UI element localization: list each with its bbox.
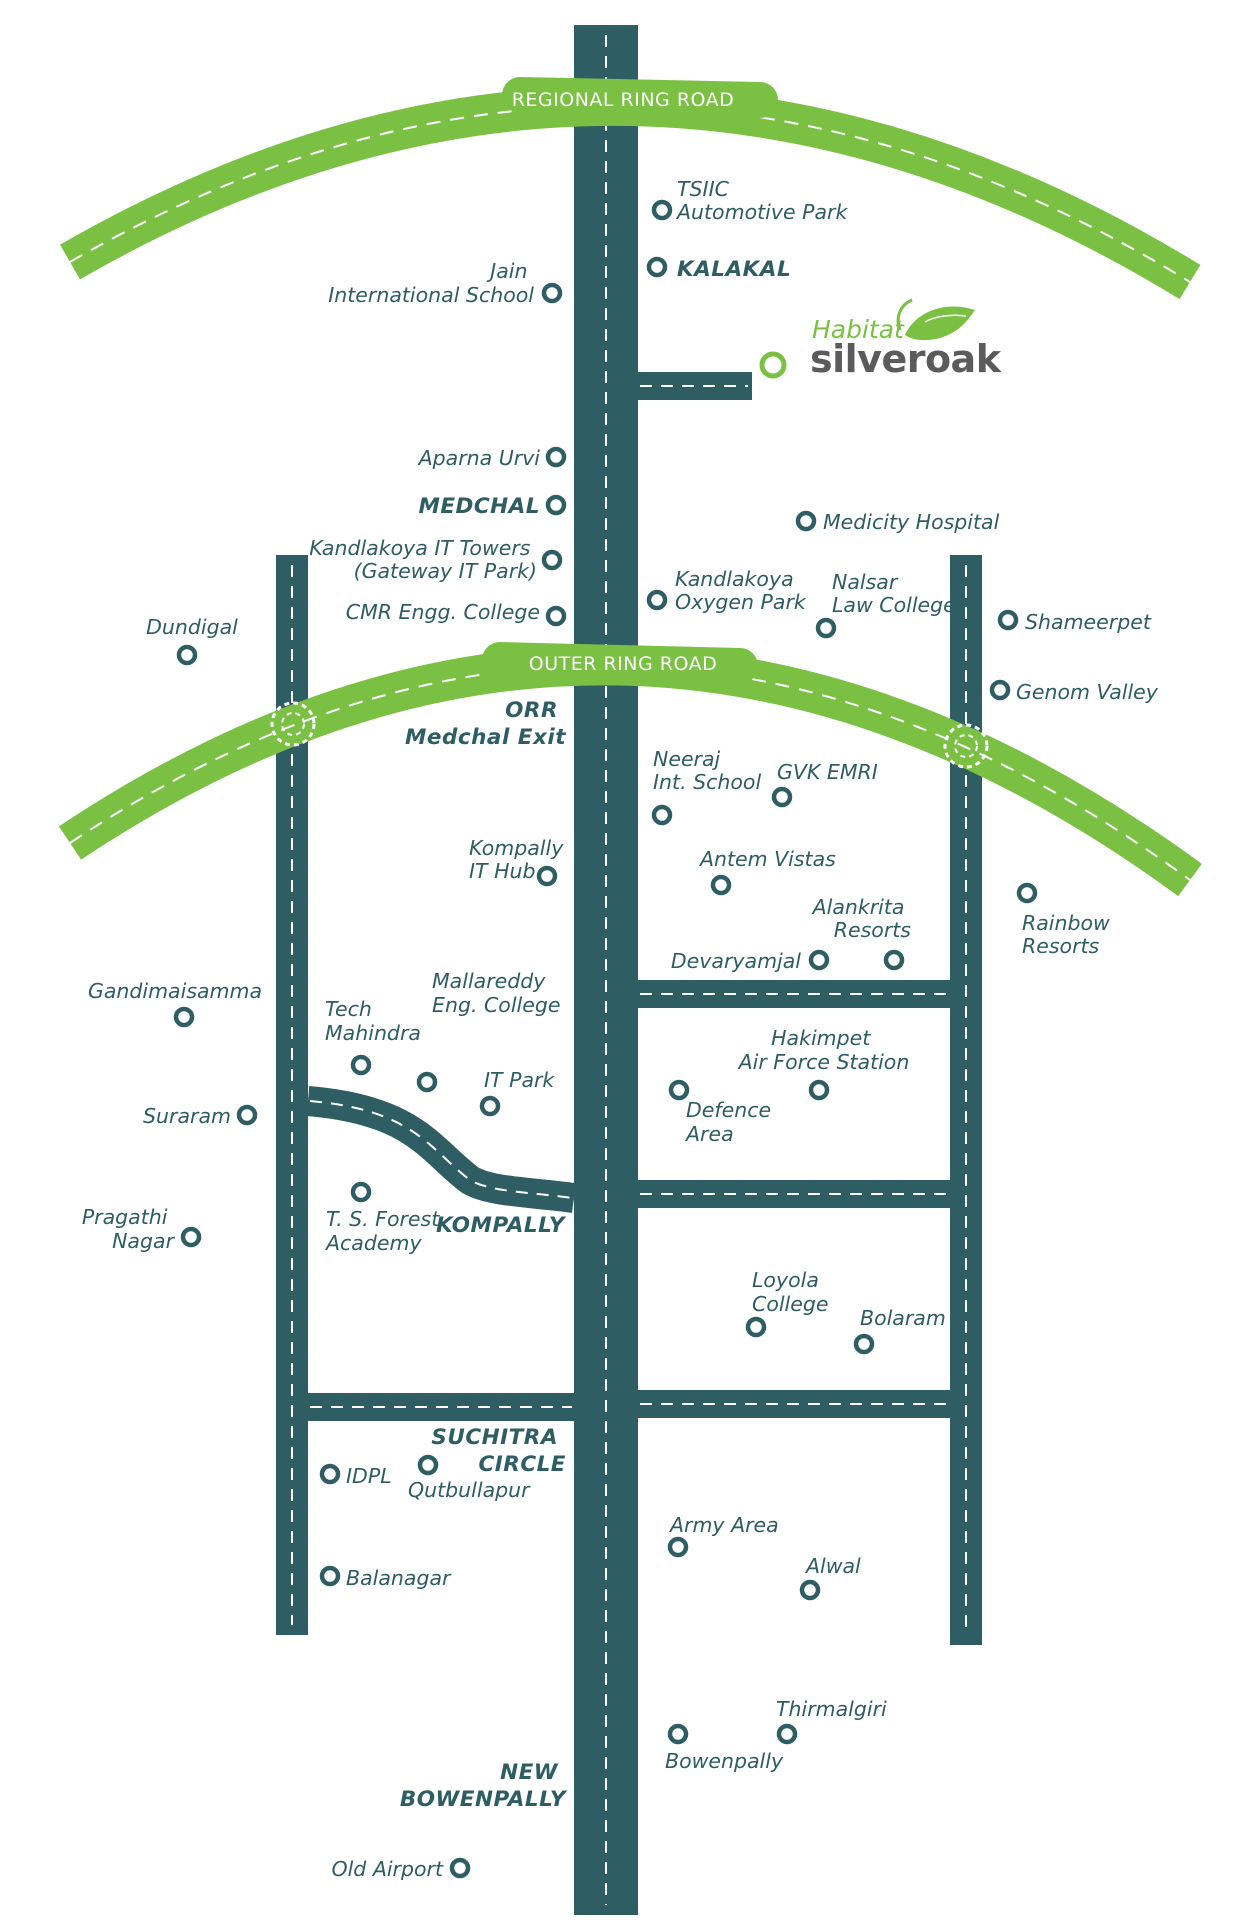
outer-ring-road-label: OUTER RING ROAD bbox=[529, 653, 717, 675]
pin-dundigal[interactable] bbox=[176, 644, 198, 666]
pin-qutbullapur[interactable] bbox=[417, 1454, 439, 1476]
pin-nalsar[interactable] bbox=[815, 617, 837, 639]
pin-devaryamjal[interactable] bbox=[808, 949, 830, 971]
label-kompally: KOMPALLY bbox=[436, 1213, 567, 1238]
pin-kompally-it[interactable] bbox=[536, 865, 558, 887]
label-nalsar: Nalsar Law College bbox=[832, 570, 956, 617]
location-labels: TSIIC Automotive Park KALAKAL Jain Inter… bbox=[82, 177, 1159, 1881]
label-kandlakoya-it: Kandlakoya IT Towers (Gateway IT Park) bbox=[309, 536, 537, 583]
label-medchal: MEDCHAL bbox=[418, 494, 540, 519]
pin-pragathi[interactable] bbox=[180, 1226, 202, 1248]
pin-it-park[interactable] bbox=[479, 1095, 501, 1117]
label-qutbullapur: Qutbullapur bbox=[408, 1478, 531, 1502]
pin-gvk[interactable] bbox=[771, 786, 793, 808]
label-new-bowenpally: NEW BOWENPALLY bbox=[400, 1760, 568, 1812]
label-shameerpet: Shameerpet bbox=[1025, 610, 1152, 634]
label-cmr: CMR Engg. College bbox=[346, 600, 540, 624]
label-rainbow: Rainbow Resorts bbox=[1022, 911, 1116, 958]
label-idpl: IDPL bbox=[346, 1464, 392, 1488]
pin-suraram[interactable] bbox=[236, 1104, 258, 1126]
label-loyola: Loyola College bbox=[752, 1268, 829, 1316]
pin-gandimaisamma[interactable] bbox=[173, 1006, 195, 1028]
interchange-west-icon bbox=[270, 701, 316, 747]
label-dundigal: Dundigal bbox=[146, 615, 238, 639]
pin-thirmalgiri[interactable] bbox=[776, 1723, 798, 1745]
oak-leaf-icon bbox=[896, 298, 975, 341]
pin-shameerpet[interactable] bbox=[997, 609, 1019, 631]
label-neeraj: Neeraj Int. School bbox=[653, 747, 761, 794]
label-thirmalgiri: Thirmalgiri bbox=[776, 1697, 887, 1721]
label-kompally-it: Kompally IT Hub bbox=[469, 836, 570, 883]
pin-defence[interactable] bbox=[668, 1079, 690, 1101]
regional-ring-road-label: REGIONAL RING ROAD bbox=[512, 89, 735, 111]
interchange-east-icon bbox=[943, 723, 989, 769]
label-hakimpet: Hakimpet Air Force Station bbox=[737, 1026, 910, 1074]
label-old-airport: Old Airport bbox=[331, 1857, 443, 1881]
label-army: Army Area bbox=[668, 1513, 779, 1537]
label-kandlakoya-oxy: Kandlakoya Oxygen Park bbox=[675, 567, 807, 614]
label-mallareddy: Mallareddy Eng. College bbox=[432, 969, 560, 1017]
pin-medchal[interactable] bbox=[545, 494, 567, 516]
regional-ring-road bbox=[70, 77, 1190, 282]
label-jain: Jain International School bbox=[328, 259, 534, 307]
label-it-park: IT Park bbox=[484, 1068, 555, 1092]
pin-balanagar[interactable] bbox=[319, 1565, 341, 1587]
pin-rainbow[interactable] bbox=[1016, 882, 1038, 904]
pin-neeraj[interactable] bbox=[651, 804, 673, 826]
pin-bowenpally[interactable] bbox=[667, 1723, 689, 1745]
road-network bbox=[276, 25, 982, 1915]
brand-name: silveroak bbox=[810, 337, 1002, 381]
pin-idpl[interactable] bbox=[319, 1463, 341, 1485]
pin-loyola[interactable] bbox=[745, 1316, 767, 1338]
pin-kandlakoya-oxy[interactable] bbox=[646, 589, 668, 611]
label-alwal: Alwal bbox=[804, 1554, 861, 1578]
pin-genom[interactable] bbox=[989, 679, 1011, 701]
pin-jain[interactable] bbox=[541, 282, 563, 304]
pin-old-airport[interactable] bbox=[449, 1857, 471, 1879]
label-tech-mahindra: Tech Mahindra bbox=[325, 997, 421, 1045]
project-location-pin[interactable] bbox=[759, 351, 787, 379]
pin-hakimpet[interactable] bbox=[808, 1079, 830, 1101]
pin-alankrita[interactable] bbox=[883, 949, 905, 971]
label-kalakal: KALAKAL bbox=[677, 257, 791, 282]
label-orr-medchal: ORR Medchal Exit bbox=[405, 698, 566, 750]
pin-cmr[interactable] bbox=[545, 605, 567, 627]
pin-alwal[interactable] bbox=[799, 1579, 821, 1601]
label-devaryamjal: Devaryamjal bbox=[671, 949, 801, 973]
label-ts-forest: T. S. Forest Academy bbox=[324, 1207, 446, 1255]
label-balanagar: Balanagar bbox=[346, 1566, 452, 1590]
label-gvk: GVK EMRI bbox=[777, 760, 878, 784]
label-aparna: Aparna Urvi bbox=[417, 446, 541, 470]
label-antem: Antem Vistas bbox=[698, 847, 836, 871]
label-suraram: Suraram bbox=[143, 1104, 231, 1128]
pin-aparna[interactable] bbox=[545, 446, 567, 468]
label-medicity: Medicity Hospital bbox=[823, 510, 1000, 534]
pin-mallareddy[interactable] bbox=[416, 1071, 438, 1093]
label-tsiic: TSIIC Automotive Park bbox=[675, 177, 848, 224]
label-gandimaisamma: Gandimaisamma bbox=[88, 979, 262, 1003]
pin-antem[interactable] bbox=[710, 874, 732, 896]
pin-kalakal[interactable] bbox=[646, 256, 668, 278]
label-genom: Genom Valley bbox=[1016, 680, 1159, 704]
label-alankrita: Alankrita Resorts bbox=[811, 895, 912, 942]
pin-tsiic[interactable] bbox=[651, 199, 673, 221]
label-bolaram: Bolaram bbox=[860, 1306, 946, 1330]
pin-medicity[interactable] bbox=[795, 510, 817, 532]
pin-ts-forest[interactable] bbox=[350, 1181, 372, 1203]
location-pins bbox=[173, 199, 1038, 1879]
pin-army[interactable] bbox=[667, 1536, 689, 1558]
brand-prefix: Habitat bbox=[812, 315, 905, 344]
pin-bolaram[interactable] bbox=[853, 1333, 875, 1355]
label-suchitra: SUCHITRA CIRCLE bbox=[431, 1425, 566, 1477]
habitat-silveroak-logo: Habitat silveroak bbox=[810, 298, 1002, 381]
outer-ring-road bbox=[70, 642, 1190, 880]
kompally-curve-road bbox=[306, 1086, 577, 1213]
pin-tech-mahindra[interactable] bbox=[350, 1054, 372, 1076]
label-pragathi: Pragathi Nagar bbox=[82, 1205, 176, 1253]
label-bowenpally: Bowenpally bbox=[665, 1749, 784, 1773]
label-defence: Defence Area bbox=[684, 1098, 778, 1146]
pin-kandlakoya-it[interactable] bbox=[541, 549, 563, 571]
